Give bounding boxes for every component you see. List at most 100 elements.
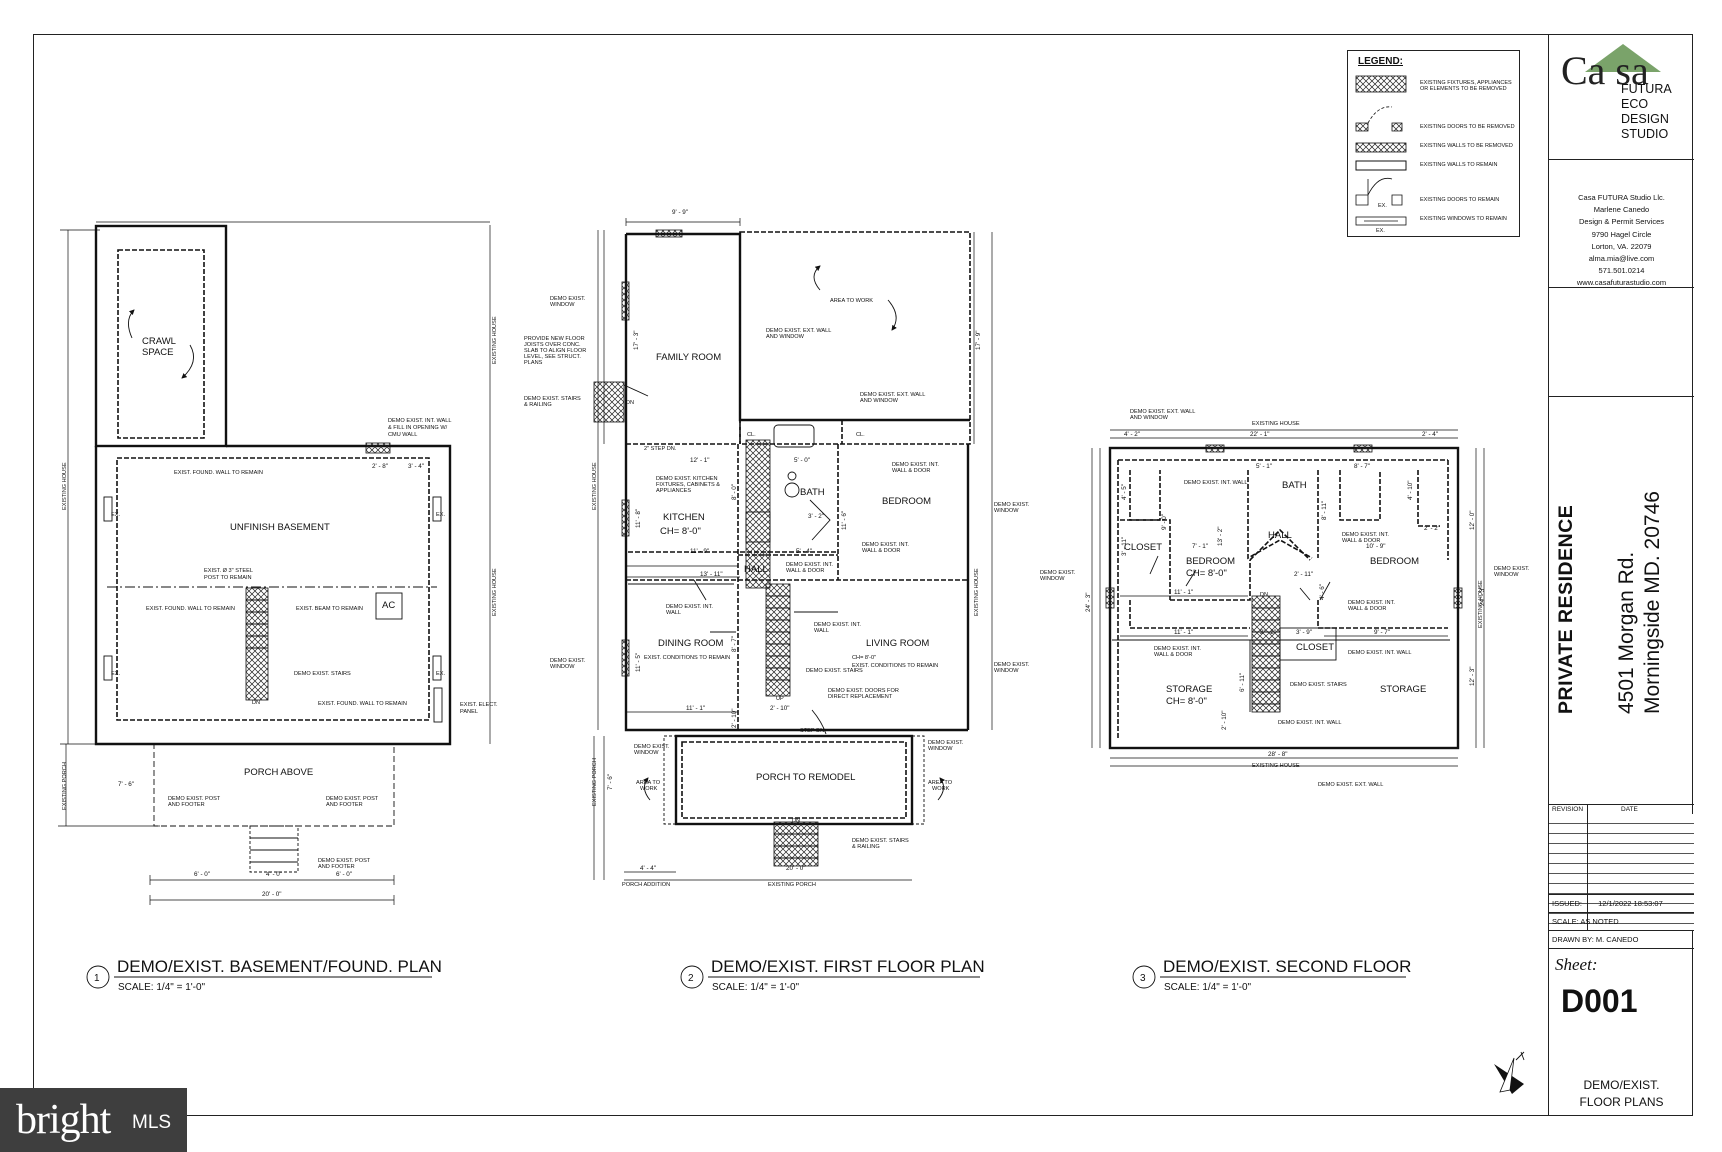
dim: 11' - 1" [686, 705, 705, 712]
unfinish-basement-label: UNFINISH BASEMENT [230, 522, 330, 533]
firm-name: Casa FUTURA Studio Llc. [1578, 193, 1665, 202]
family-room-label: FAMILY ROOM [656, 352, 721, 363]
note: WINDOW [1040, 576, 1065, 582]
logo-word: FUTURA [1621, 82, 1672, 96]
firm-info: Casa FUTURA Studio Llc. Marlene Canedo D… [1549, 160, 1694, 288]
note: DEMO EXIST. STAIRS [852, 838, 909, 844]
firm-city: Lorton, VA. 22079 [1591, 241, 1652, 251]
note: WINDOW [994, 668, 1019, 674]
logo-letters: Ca sa [1561, 48, 1649, 93]
note: DEMO EXIST. INT. [1348, 600, 1395, 606]
existing-porch-label: EXISTING PORCH [62, 762, 68, 810]
note: APPLIANCES [656, 488, 691, 494]
dim: 3' - 2" [808, 513, 824, 520]
dn-label: DN [626, 400, 634, 406]
up-label: UP [776, 696, 784, 702]
plan-scale: SCALE: 1/4" = 1'-0" [118, 982, 206, 993]
first-floor-texts: FAMILY ROOM KITCHEN CH= 8'-0" BATH BEDRO… [524, 209, 1030, 888]
note: FIXTURES, CABINETS & [656, 482, 720, 488]
dim: 3' - 11" [1121, 537, 1128, 556]
existing-house-label: EXISTING HOUSE [592, 462, 598, 510]
note: AND FOOTER [326, 802, 363, 808]
note: AND WINDOW [1130, 415, 1169, 421]
plan-title: DEMO/EXIST. FIRST FLOOR PLAN [711, 957, 985, 976]
dim: 2' - 10" [731, 708, 738, 728]
sheet-box: Sheet: D001 DEMO/EXIST. FLOOR PLANS [1549, 948, 1694, 1117]
note: WALL & DOOR [1154, 652, 1192, 658]
firm-street: 9790 Hagel Circle [1591, 229, 1652, 239]
dim: 22' - 1" [1250, 431, 1270, 438]
note: EXIST. CONDITIONS TO REMAIN [852, 663, 938, 669]
note: DIRECT REPLACEMENT [828, 694, 893, 700]
kitchen-label: KITCHEN [663, 512, 705, 523]
note: DEMO EXIST. POST [326, 796, 379, 802]
closet-label: CL. [856, 432, 865, 438]
note: DEMO EXIST. [1040, 570, 1076, 576]
note: DEMO EXIST. STAIRS [524, 396, 581, 402]
bath-label: BATH [1282, 480, 1307, 491]
legend-item-walls-removed: EXISTING WALLS TO BE REMOVED [1420, 143, 1513, 149]
dim: 2' - 2" [1260, 629, 1276, 636]
bedroom-label: BEDROOM [1370, 556, 1419, 567]
existing-porch-label: EXISTING PORCH [768, 882, 816, 888]
firm-email[interactable]: alma.mia@live.com [1588, 254, 1655, 264]
dim: 17' - 9" [975, 330, 982, 350]
dim: 7' - 6" [118, 781, 134, 788]
dim: 2' - 11" [1294, 571, 1313, 578]
legend: LEGEND: EXISTING FIXTURES, APPLIANCES OR… [1347, 50, 1520, 237]
dim: 11' - 5" [635, 653, 642, 672]
dim: 9' - 9" [672, 209, 688, 216]
dim: 28' - 8" [1268, 751, 1288, 758]
logo-word: STUDIO [1621, 127, 1669, 141]
dn-label: DN [792, 818, 800, 824]
existing-house-label: EXISTING HOUSE [974, 568, 980, 616]
dim: 5' - 0" [794, 457, 810, 464]
firm-logo: Ca sa FUTURA ECO DESIGN STUDIO [1549, 34, 1694, 160]
note: WALL & DOOR [892, 468, 930, 474]
note: AND WINDOW [860, 398, 899, 404]
project-title: PRIVATE RESIDENCE [1555, 504, 1577, 714]
second-floor-texts: BATH HALL CLOSET BEDROOM CH= 8'-0" BEDRO… [1040, 409, 1530, 788]
area-work-label: AREA TO WORK [830, 298, 873, 304]
drawn-by-row: DRAWN BY: M. CANEDO [1549, 930, 1694, 948]
dim: 20' - 0" [786, 865, 806, 872]
storage-label: STORAGE [1380, 684, 1426, 695]
date-col: DATE [1621, 806, 1638, 813]
note: PLANS [524, 360, 543, 366]
bedroom-label: BEDROOM [882, 496, 931, 507]
sheet-number: D001 [1561, 983, 1638, 1019]
note: WALL & DOOR [1348, 606, 1386, 612]
plan-title-3: 3 DEMO/EXIST. SECOND FLOOR SCALE: 1/4" =… [1132, 957, 1411, 993]
plan-title-1: 1 DEMO/EXIST. BASEMENT/FOUND. PLAN SCALE… [86, 957, 442, 993]
closet-label: CLOSET [1124, 542, 1162, 553]
note: DEMO EXIST. [550, 658, 586, 664]
scale-row: SCALE: AS NOTED [1549, 912, 1694, 930]
dim: 11' - 9" [690, 548, 709, 555]
plan-number: 1 [94, 973, 100, 984]
basement-plan [58, 221, 491, 905]
dim: 6' - 0" [336, 871, 352, 878]
note: DEMO EXIST. INT. WALL [1348, 650, 1412, 656]
note: DEMO EXIST. INT. [862, 542, 909, 548]
ceiling-height: CH= 8'-0" [660, 526, 701, 537]
note: AND FOOTER [168, 802, 205, 808]
dim: 20' - 0" [262, 891, 282, 898]
porch-addition-label: PORCH ADDITION [622, 882, 670, 888]
note: EXIST. ELECT. [460, 702, 498, 708]
note: DEMO EXIST. INT. [1342, 532, 1389, 538]
project-address-2: Morningside MD. 20746 [1641, 491, 1664, 714]
note: DEMO EXIST. POST [318, 858, 371, 864]
legend-symbols [1355, 75, 1407, 226]
step-dn-label: STEP DN. [800, 728, 826, 734]
hall-label: HALL [744, 564, 768, 575]
sheet-description: DEMO/EXIST. FLOOR PLANS [1549, 1077, 1694, 1111]
dn-label: DN [252, 700, 260, 706]
bedroom-label: BEDROOM [1186, 556, 1235, 567]
note: DEMO EXIST. STAIRS [294, 671, 351, 677]
dim: 4' - 0" [266, 871, 282, 878]
sheet-desc-line: DEMO/EXIST. [1583, 1078, 1660, 1092]
note: DEMO EXIST. KITCHEN [656, 476, 718, 482]
note: CMU WALL [388, 432, 417, 438]
note: DEMO EXIST. INT. WALL [1278, 720, 1342, 726]
firm-website[interactable]: www.casafuturastudio.com [1576, 278, 1667, 288]
